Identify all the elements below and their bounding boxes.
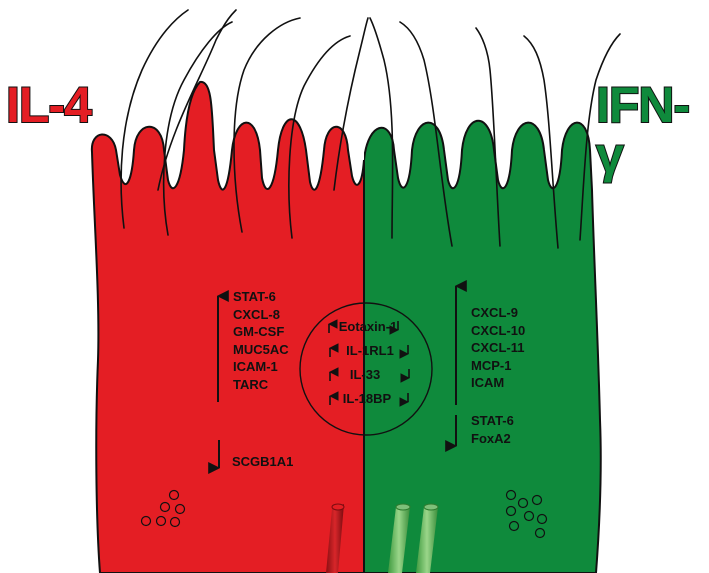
left-up-item: CXCL-8 xyxy=(233,306,289,324)
right-up-item: CXCL-9 xyxy=(471,304,525,322)
right-down-item: STAT-6 xyxy=(471,412,514,430)
shared-item-label: IL-1RL1 xyxy=(346,343,394,358)
left-down-item: SCGB1A1 xyxy=(232,453,293,471)
right-upregulated-list: CXCL-9 CXCL-10 CXCL-11 MCP-1 ICAM xyxy=(471,304,525,392)
il4-epithelium-half xyxy=(92,82,364,573)
shared-item-label: IL-33 xyxy=(350,367,380,382)
right-up-item: MCP-1 xyxy=(471,357,525,375)
left-up-item: GM-CSF xyxy=(233,323,289,341)
shared-item-label: Eotaxin-1 xyxy=(339,319,398,334)
right-up-item: CXCL-11 xyxy=(471,339,525,357)
left-up-item: MUC5AC xyxy=(233,341,289,359)
right-down-item: FoxA2 xyxy=(471,430,514,448)
right-up-item: CXCL-10 xyxy=(471,322,525,340)
left-up-item: TARC xyxy=(233,376,289,394)
left-upregulated-list: STAT-6 CXCL-8 GM-CSF MUC5AC ICAM-1 TARC xyxy=(233,288,289,393)
right-downregulated-list: STAT-6 FoxA2 xyxy=(471,412,514,447)
il4-title: IL-4 xyxy=(6,80,91,130)
shared-item-label: IL-18BP xyxy=(343,391,391,406)
left-downregulated-list: SCGB1A1 xyxy=(232,453,293,471)
left-up-item: STAT-6 xyxy=(233,288,289,306)
right-up-item: ICAM xyxy=(471,374,525,392)
left-up-item: ICAM-1 xyxy=(233,358,289,376)
ifn-gamma-title: IFN-γ xyxy=(596,80,709,180)
